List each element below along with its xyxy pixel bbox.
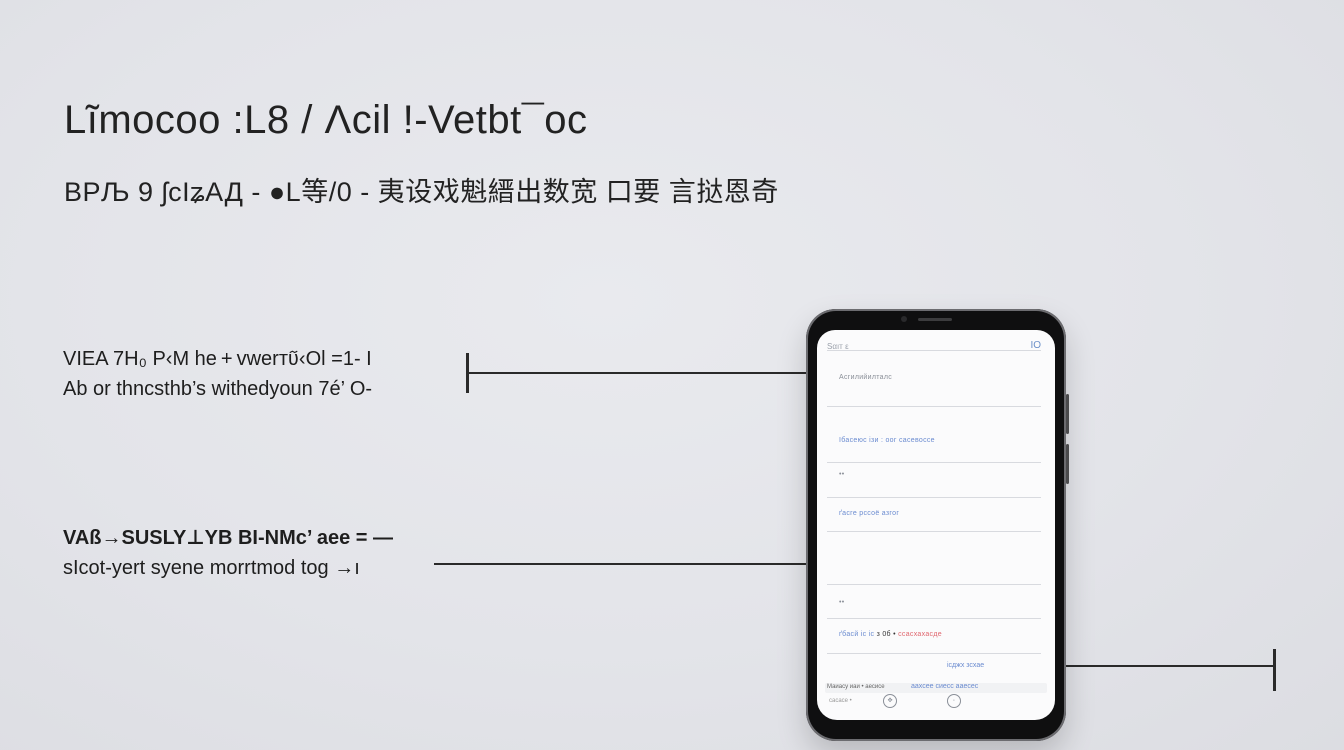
chat-bubble-icon[interactable]: ◦ bbox=[947, 694, 961, 708]
navigation-target-icon[interactable]: ✥ bbox=[883, 694, 897, 708]
callout-1-text: VIEA 7H₀ P‹M he + vwerᴛʋ᷉‹Ol =1- I Ab or… bbox=[63, 344, 372, 404]
callout-1-line-1: VIEA 7H₀ P‹M he + vwerᴛʋ᷉‹Ol =1- I bbox=[63, 348, 372, 370]
list-item-label: •• bbox=[839, 471, 845, 478]
bottom-mid-label[interactable]: аахсее сиесс ааесес bbox=[911, 683, 979, 690]
front-camera-icon bbox=[901, 316, 907, 322]
alert-row[interactable]: ґбасй іс іс з 0б • ссасхахасде bbox=[827, 619, 1041, 654]
alert-row-dark: з 0б • bbox=[876, 631, 896, 638]
earpiece-speaker bbox=[918, 318, 952, 321]
status-bar-left: Ѕαıт ε bbox=[827, 342, 849, 351]
list-item-label: Асгилийилталс bbox=[839, 374, 893, 381]
callout-3-leader-line bbox=[1056, 665, 1276, 667]
callout-1-line-2: Ab or thncsthb’s withedyoun 7é’ O- bbox=[63, 378, 373, 400]
list-item[interactable]: ґасге рссоё азгог bbox=[827, 498, 1041, 532]
phone-screen: Ѕαıт ε IO Асгилийилталс Ібасеюс ізи : оо… bbox=[817, 330, 1055, 720]
divider bbox=[827, 350, 1041, 351]
list-item[interactable]: Асгилийилталс bbox=[827, 352, 1041, 407]
page-subtitle: ВРЉ 9 ʃсІʑАД - ●L等/0 - 夷设戏魁縉出数宽 口要 言挞恩奇 bbox=[64, 177, 779, 207]
list-item[interactable]: •• bbox=[827, 463, 1041, 498]
alert-row-red: ссасхахасде bbox=[898, 631, 942, 638]
bottom-left-label: Маиасу иаи • аесисе bbox=[827, 684, 885, 690]
callout-2-leader-line bbox=[434, 563, 816, 565]
callout-2-line-1: VAß→SUSLY⊥YB BI-NMc’ aee = — bbox=[63, 527, 394, 549]
smartphone-mockup: Ѕαıт ε IO Асгилийилталс Ібасеюс ізи : оо… bbox=[806, 309, 1069, 741]
callout-1-tick bbox=[466, 353, 469, 393]
callout-1-leader-line bbox=[468, 372, 816, 374]
bottom-toolbar: Маиасу иаи • аесисе аахсее сиесс ааесес bbox=[825, 683, 1047, 693]
page-title: Lĩmocoo :L8 / Λcil !-Vetbt¯oc bbox=[64, 98, 588, 142]
list-item-label: •• bbox=[839, 599, 845, 606]
side-button-volume bbox=[1066, 394, 1069, 434]
side-button-power bbox=[1066, 444, 1069, 484]
alert-row-text: ґбасй іс іс з 0б • ссасхахасде bbox=[839, 631, 942, 638]
alert-row-blue: ґбасй іс іс bbox=[839, 631, 875, 638]
list-item[interactable]: •• bbox=[827, 585, 1041, 619]
callout-2-line-2: sIcot-yert syene morrtmod tog →ı bbox=[63, 557, 360, 579]
link-row[interactable]: ісджх зсхае bbox=[947, 662, 985, 669]
callout-3-tick bbox=[1273, 649, 1276, 691]
list-item-label: ґасге рссоё азгог bbox=[839, 510, 900, 517]
callout-2-text: VAß→SUSLY⊥YB BI-NMc’ aee = — sIcot-yert … bbox=[63, 523, 393, 583]
list-item-label: Ібасеюс ізи : оог сасевоссе bbox=[839, 437, 935, 444]
list-item-empty[interactable] bbox=[827, 532, 1041, 585]
status-bar-right[interactable]: IO bbox=[1030, 340, 1041, 351]
bottom-sub-label: сасасе • bbox=[829, 698, 852, 704]
list-item[interactable]: Ібасеюс ізи : оог сасевоссе bbox=[827, 407, 1041, 463]
